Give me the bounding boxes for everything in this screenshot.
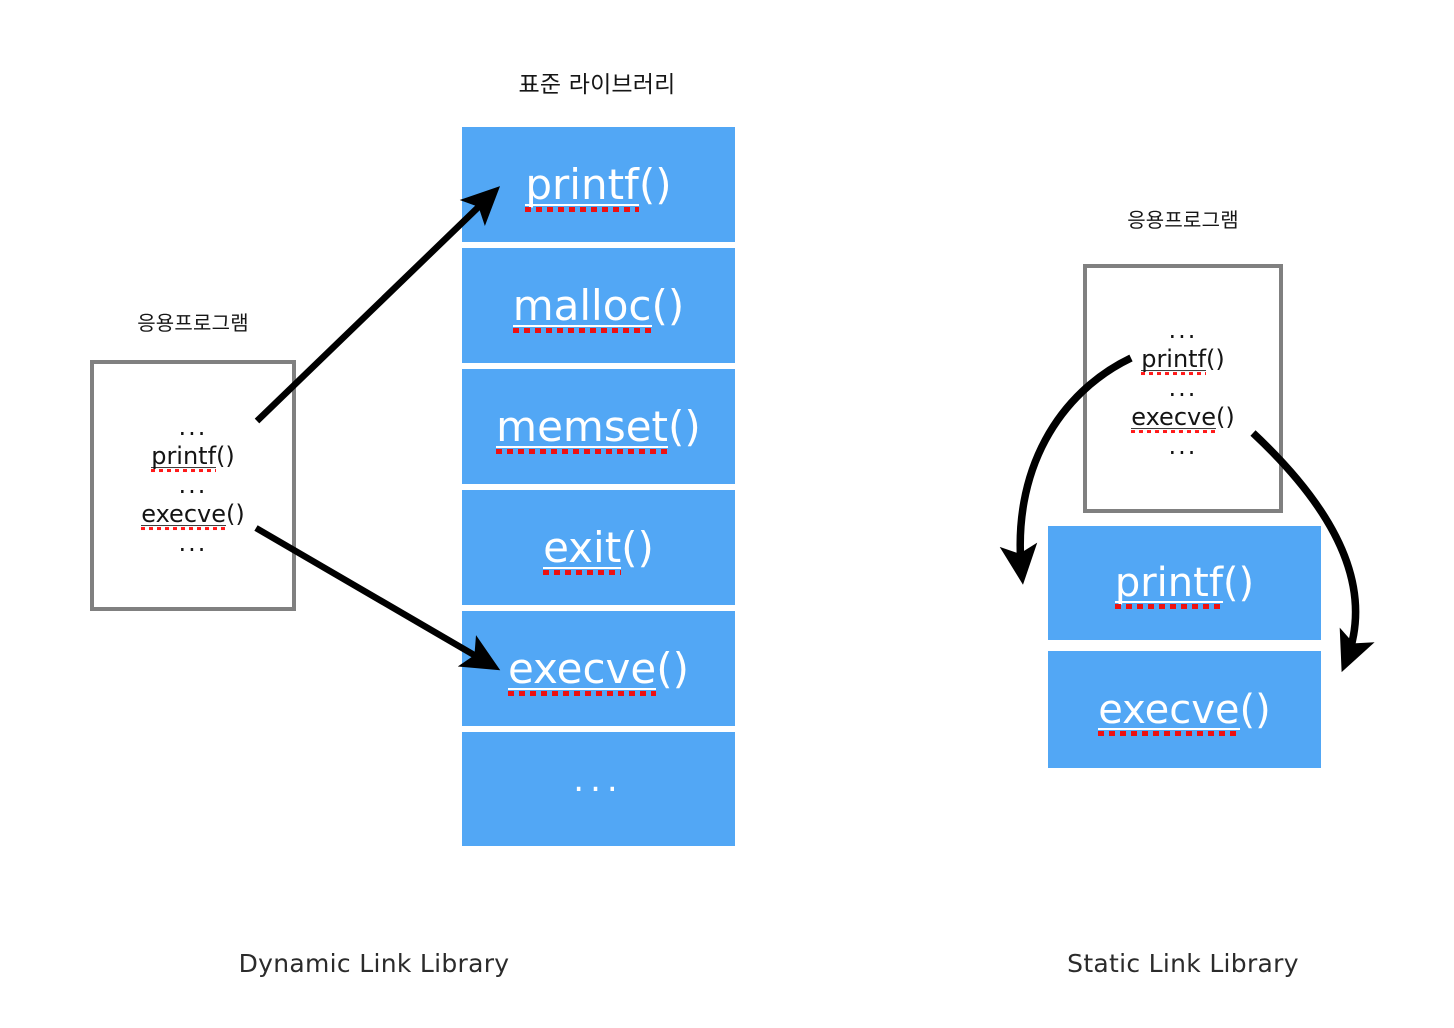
spellcheck-underline: execve: [1131, 403, 1216, 434]
right-app-line-dots-3: ...: [1168, 432, 1198, 461]
right-caption: Static Link Library: [1067, 949, 1299, 978]
linked-cell-printf[interactable]: printf(): [1048, 526, 1321, 640]
library-cell-printf-label: printf(): [525, 159, 672, 212]
library-cell-memset-label: memset(): [496, 401, 701, 454]
library-cell-exit-label: exit(): [543, 522, 654, 575]
spellcheck-underline: malloc: [512, 280, 652, 333]
left-app-line-dots-1: ...: [178, 412, 208, 441]
library-cell-malloc[interactable]: malloc(): [462, 248, 735, 363]
spellcheck-underline: printf: [1141, 344, 1207, 376]
library-cell-more-label: ...: [573, 760, 624, 800]
linked-cell-execve-label: execve(): [1098, 686, 1271, 736]
left-app-heading: 응용프로그램: [137, 311, 249, 335]
library-cell-execve[interactable]: execve(): [462, 611, 735, 726]
spellcheck-underline: execve: [141, 500, 226, 531]
spellcheck-underline: printf: [1114, 560, 1223, 609]
paren-suffix: (): [651, 280, 685, 330]
library-cell-memset[interactable]: memset(): [462, 369, 735, 484]
paren-suffix: (): [1239, 686, 1271, 733]
paren-suffix: (): [668, 401, 701, 451]
right-app-line-execve: execve(): [1087, 403, 1279, 434]
library-cell-printf[interactable]: printf(): [462, 127, 735, 242]
library-title: 표준 라이브러리: [518, 72, 676, 98]
left-app-line-execve: execve(): [94, 500, 292, 531]
spellcheck-underline: printf: [525, 159, 640, 212]
right-app-line-printf: printf(): [1087, 344, 1279, 376]
paren-suffix: (): [656, 643, 690, 693]
spellcheck-underline: printf: [151, 441, 217, 473]
right-app-box[interactable]: ... printf() ... execve() ...: [1083, 264, 1283, 513]
library-cell-exit[interactable]: exit(): [462, 490, 735, 605]
right-app-lines: ... printf() ... execve() ...: [1087, 316, 1279, 462]
linked-cell-execve[interactable]: execve(): [1048, 651, 1321, 768]
spellcheck-underline: execve: [1098, 686, 1240, 736]
left-app-line-printf: printf(): [94, 441, 292, 473]
linked-cell-printf-label: printf(): [1114, 560, 1255, 609]
library-cell-execve-label: execve(): [507, 643, 689, 696]
right-app-line-dots-2: ...: [1168, 373, 1198, 402]
library-cell-more[interactable]: ...: [462, 732, 735, 846]
left-app-box[interactable]: ... printf() ... execve() ...: [90, 360, 296, 611]
left-caption: Dynamic Link Library: [238, 949, 510, 978]
left-app-line-dots-2: ...: [178, 470, 208, 499]
paren-suffix: (): [621, 522, 654, 572]
paren-suffix: (): [1222, 560, 1255, 606]
right-app-line-dots-1: ...: [1168, 315, 1198, 344]
paren-suffix: (): [226, 500, 245, 529]
spellcheck-underline: execve: [507, 643, 657, 696]
spellcheck-underline: memset: [496, 401, 669, 454]
spellcheck-underline: exit: [543, 522, 622, 575]
left-app-lines: ... printf() ... execve() ...: [94, 413, 292, 559]
left-app-line-dots-3: ...: [178, 529, 208, 558]
right-app-heading: 응용프로그램: [1127, 208, 1239, 232]
paren-suffix: (): [638, 159, 672, 209]
paren-suffix: (): [1216, 403, 1235, 432]
paren-suffix: (): [1206, 344, 1225, 373]
paren-suffix: (): [216, 441, 235, 470]
library-cell-malloc-label: malloc(): [512, 280, 684, 333]
